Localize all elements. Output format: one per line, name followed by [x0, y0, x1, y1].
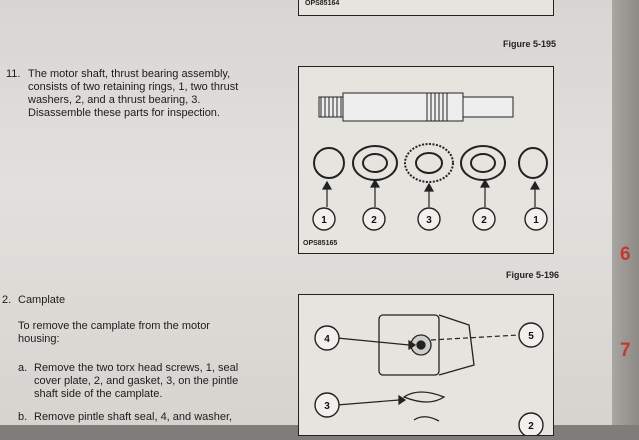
figure-bottom-box: 4 5 3 2: [298, 294, 554, 438]
step-2-number: 2.: [2, 294, 12, 306]
substep-a-label: a.: [18, 362, 28, 374]
step-11-line: Disassemble these parts for inspection.: [28, 107, 220, 119]
camplate-diagram: 4 5 3 2: [314, 314, 544, 438]
step-11-text: The motor shaft, thrust bearing assembly…: [28, 68, 288, 120]
callout-2-left: 2: [371, 215, 377, 226]
substep-b-text: Remove pintle shaft seal, 4, and washer,: [34, 411, 233, 423]
retaining-ring-left: [313, 147, 345, 179]
step-2-text: To remove the camplate from the motor ho…: [18, 320, 288, 346]
callout-3: 3: [426, 215, 432, 226]
callout-5: 5: [528, 331, 534, 342]
substep-b-label: b.: [18, 411, 28, 423]
retaining-ring-right: [518, 147, 548, 179]
figure-5-196-box: 1 2 3 2 1 OPS85165: [298, 66, 554, 254]
figure-top-box: OPS85164: [298, 0, 554, 16]
manual-page: OPS85164 Figure 5-195 11. The motor shaf…: [0, 0, 612, 438]
thrust-washer-left: [352, 145, 398, 181]
substep-a-line: cover plate, 2, and gasket, 3, on the pi…: [34, 375, 239, 387]
step-2-line: housing:: [18, 333, 60, 345]
callout-1-left: 1: [321, 215, 327, 226]
thrust-bearing: [404, 143, 454, 183]
figure-top-caption: Figure 5-195: [503, 39, 557, 49]
substep-a-line: shaft side of the camplate.: [34, 388, 163, 400]
next-page-edge: [612, 0, 639, 425]
thrust-washer-right: [460, 145, 506, 181]
figure-5-196-caption: Figure 5-196: [506, 270, 560, 280]
step-11-number: 11.: [6, 68, 21, 80]
step-11-line: The motor shaft, thrust bearing assembly…: [28, 68, 231, 80]
substep-a-text: Remove the two torx head screws, 1, seal…: [34, 362, 294, 401]
callout-2-bottom: 2: [528, 421, 534, 432]
step-2-title: Camplate: [18, 294, 66, 306]
step-11-line: consists of two retaining rings, 1, two …: [28, 81, 239, 93]
callout-4: 4: [324, 334, 330, 345]
figure-ref-code: OPS85165: [303, 240, 337, 247]
section-tab-6: 6: [620, 244, 631, 265]
section-tab-7: 7: [620, 340, 631, 361]
callout-3-bottom: 3: [324, 401, 330, 412]
step-11-line: washers, 2, and a thrust bearing, 3.: [28, 94, 201, 106]
figure-top-ref: OPS85164: [305, 0, 340, 7]
callout-2-right: 2: [481, 215, 487, 226]
thrust-bearing-diagram: 1 2 3 2 1 OPS85165: [303, 92, 548, 247]
substep-a-line: Remove the two torx head screws, 1, seal: [34, 362, 239, 374]
motor-shaft-illustration: [318, 92, 514, 122]
step-2-line: To remove the camplate from the motor: [18, 320, 210, 332]
callout-1-right: 1: [533, 215, 539, 226]
